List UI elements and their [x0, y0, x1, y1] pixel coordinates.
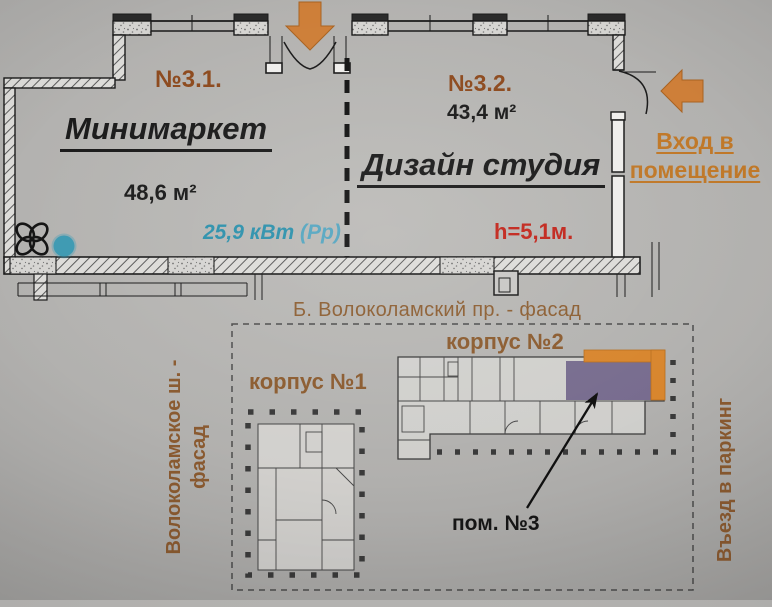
unit3-highlight-orange-right [650, 349, 666, 401]
unit2-ceiling-height: h=5,1м. [494, 219, 574, 244]
street-left-line2: фасад [188, 425, 210, 489]
double-door-swing [283, 41, 337, 70]
building2-plan [397, 349, 682, 460]
site-boundary-dashed [231, 323, 694, 591]
unit1-power: 25,9 кВт (Рр) [203, 221, 341, 245]
floor-plan-linework [3, 13, 660, 301]
side-entry-arrow-icon [660, 68, 704, 114]
fan-icon [15, 222, 49, 256]
unit3-pointer-arrow [526, 392, 599, 509]
entrance-label: Вход в помещение [620, 127, 770, 185]
building2-label: корпус №2 [446, 329, 564, 354]
unit1-power-note: (Рр) [300, 221, 341, 244]
street-top-label: Б. Волоколамский пр. - фасад [293, 299, 582, 321]
entrance-label-line2: помещение [629, 156, 761, 183]
unit2-number: №3.2. [448, 70, 513, 96]
unit3-label: пом. №3 [452, 512, 540, 535]
site-plan-linework [231, 323, 694, 591]
unit1-area: 48,6 м² [124, 180, 197, 205]
street-left-line1: Волоколамское ш. - [163, 359, 185, 555]
building1-plan [245, 409, 365, 578]
building1-label: корпус №1 [249, 369, 367, 394]
unit1-power-value: 25,9 кВт [203, 221, 295, 244]
unit2-name: Дизайн студия [357, 147, 606, 188]
unit1-number: №3.1. [155, 66, 222, 93]
unit1-name: Минимаркет [60, 111, 273, 152]
street-left-label: Волоколамское ш. - фасад [162, 307, 214, 607]
unit3-highlight-purple [566, 361, 655, 400]
equipment-dot [51, 233, 77, 259]
parking-label: Въезд в паркинг [714, 397, 736, 563]
top-entry-arrow-icon [284, 1, 336, 51]
unit2-area: 43,4 м² [447, 101, 517, 124]
entry-door-swing [618, 70, 649, 115]
entrance-label-line1: Вход в [656, 128, 734, 154]
